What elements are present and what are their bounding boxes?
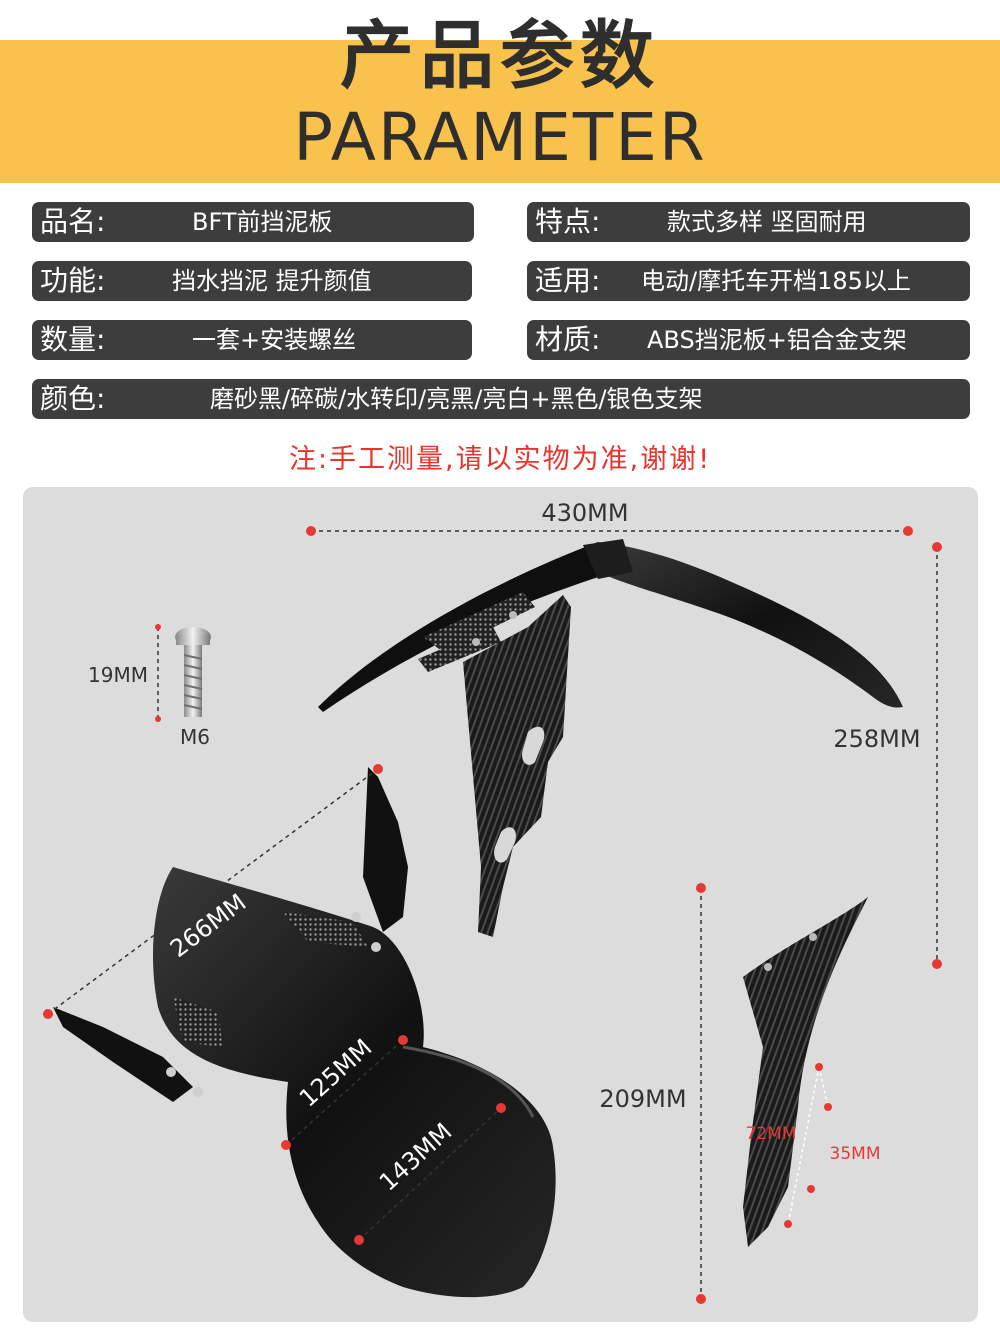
page-title: 产品参数 [340,13,660,99]
spec-feature-value: 款式多样 坚固耐用 [667,208,867,236]
spec-name: 品名: BFT前挡泥板 [32,202,474,242]
bracket-dimension-lines [787,1066,829,1225]
spec-color-label: 颜色: [40,382,106,415]
dim-screw-size-label: M6 [180,725,210,749]
spec-feature-label: 特点: [535,205,601,238]
spec-material-value: ABS挡泥板+铝合金支架 [647,326,907,354]
spec-quantity: 数量: 一套+安装螺丝 [32,320,472,360]
fender-side-view [318,539,903,937]
spec-color-value: 磨砂黑/碎碳/水转印/亮黑/亮白+黑色/银色支架 [210,385,703,413]
dim-bracket-height-label: 209MM [599,1085,686,1113]
dim-screw-length-label: 19MM [88,663,148,687]
dim-height-label: 258MM [833,725,920,753]
product-diagram: 430MM 258MM 19MM M6 266MM 125MM 143MM 20… [43,499,942,1304]
spec-name-value: BFT前挡泥板 [192,208,333,236]
dim-width-label: 430MM [541,499,628,527]
spec-color: 颜色: 磨砂黑/碎碳/水转印/亮黑/亮白+黑色/银色支架 [32,379,970,419]
spec-fit-value: 电动/摩托车开档185以上 [641,267,911,295]
spec-material-label: 材质: [535,323,601,356]
page-subtitle: PARAMETER [293,99,707,176]
bracket-image [743,897,868,1247]
spec-quantity-value: 一套+安装螺丝 [192,326,357,354]
spec-name-label: 品名: [40,205,106,238]
dim-bracket-slot-label: 72MM [746,1124,797,1144]
spec-quantity-label: 数量: [40,323,106,356]
product-diagram-panel: 430MM 258MM 19MM M6 266MM 125MM 143MM 20… [23,487,978,1322]
spec-fit: 适用: 电动/摩托车开档185以上 [527,261,970,301]
spec-feature: 特点: 款式多样 坚固耐用 [527,202,970,242]
header-banner [0,40,1000,183]
spec-function-label: 功能: [40,264,106,297]
dim-bracket-hole-label: 35MM [830,1144,881,1164]
measurement-note: 注:手工测量,请以实物为准,谢谢! [288,444,712,475]
dimension-lines [47,530,938,1299]
screw-image [175,627,211,717]
spec-material: 材质: ABS挡泥板+铝合金支架 [527,320,970,360]
spec-function: 功能: 挡水挡泥 提升颜值 [32,261,472,301]
spec-fit-label: 适用: [535,264,601,297]
dimension-markers [43,526,942,1304]
fender-top-view [53,767,556,1298]
spec-function-value: 挡水挡泥 提升颜值 [172,267,372,295]
